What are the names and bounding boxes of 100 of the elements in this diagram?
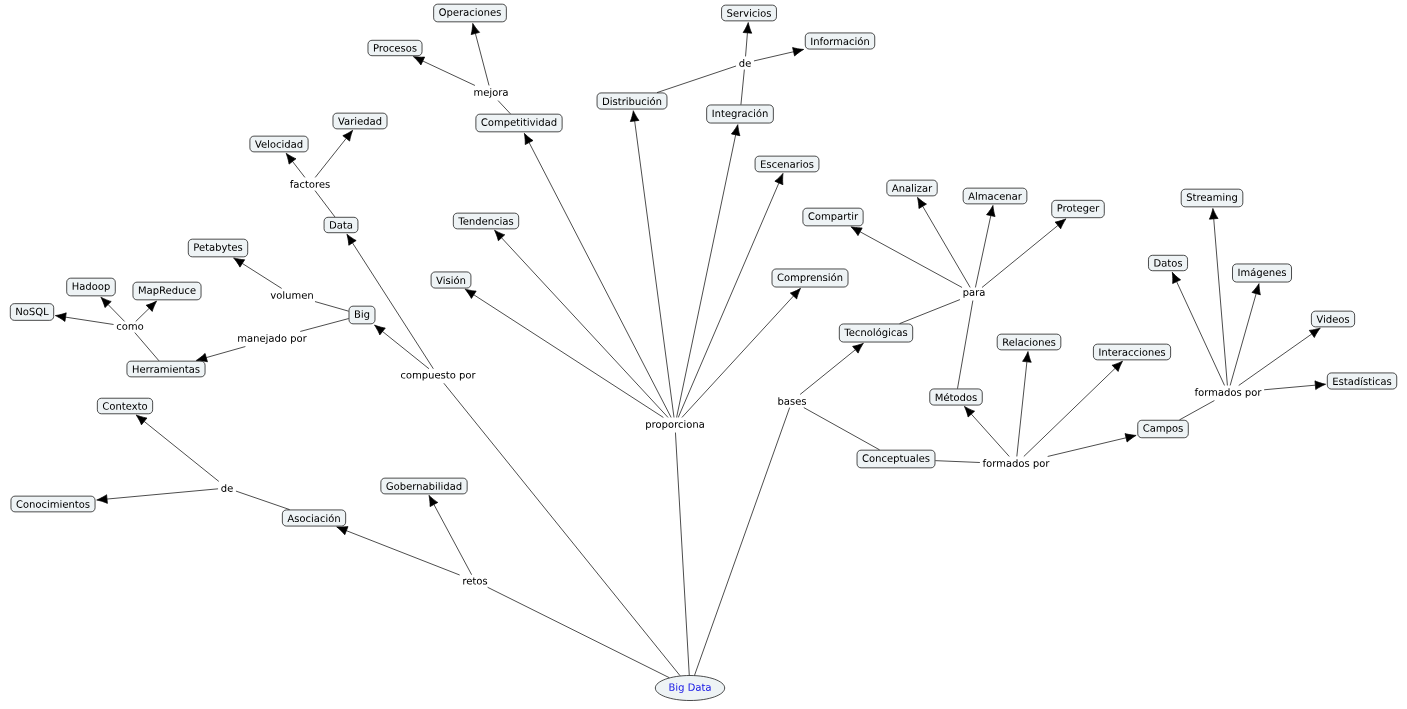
- linking-phrase: de: [218, 481, 236, 495]
- concept-box: NoSQL: [9, 303, 55, 321]
- linking-phrase: formados por: [980, 456, 1052, 472]
- concept-box: Visión: [430, 271, 472, 289]
- arrow: [233, 257, 282, 289]
- concept-box: Competitividad: [475, 113, 563, 133]
- linking-phrase: factores: [287, 177, 333, 191]
- arrow: [346, 233, 434, 370]
- concept-box: Interacciones: [1093, 343, 1171, 361]
- arrow: [100, 296, 125, 322]
- connector-line: [1179, 400, 1215, 421]
- arrow: [850, 226, 963, 288]
- concept-box: Métodos: [929, 388, 983, 406]
- arrow: [285, 152, 306, 178]
- arrow: [135, 414, 220, 482]
- arrow: [55, 312, 114, 325]
- linking-phrase: bases: [775, 394, 810, 408]
- arrow: [1016, 351, 1032, 457]
- concept-box: Almacenar: [962, 187, 1028, 205]
- arrow: [1209, 208, 1228, 386]
- linking-phrase: compuesto por: [397, 368, 479, 384]
- concept-box: Conceptuales: [856, 449, 936, 469]
- connector-line: [957, 300, 974, 389]
- concept-box: Contexto: [97, 397, 153, 415]
- arrow: [464, 288, 664, 418]
- arrow: [413, 56, 476, 86]
- arrow: [1238, 327, 1321, 386]
- connector-line: [675, 432, 690, 676]
- linking-phrase: formados por: [1192, 385, 1264, 401]
- arrow: [1229, 283, 1261, 386]
- arrow: [524, 133, 672, 418]
- arrow: [135, 300, 157, 322]
- arrow: [470, 23, 490, 86]
- concept-box: Campos: [1137, 419, 1189, 439]
- concept-box: Información: [804, 32, 876, 50]
- connector-line: [314, 190, 336, 218]
- arrow: [1171, 271, 1225, 386]
- concept-box: Big: [348, 305, 376, 325]
- connector-line: [656, 65, 737, 93]
- linking-phrase: volumen: [267, 288, 317, 302]
- arrow: [630, 110, 675, 418]
- connector-line: [235, 490, 290, 510]
- concept-box: Imágenes: [1232, 263, 1292, 283]
- concept-box: Estadísticas: [1326, 372, 1398, 390]
- concept-box: Streaming: [1180, 188, 1244, 208]
- connector-line: [803, 407, 880, 451]
- connector-line: [935, 460, 981, 463]
- linking-phrase: como: [113, 321, 147, 333]
- arrow: [964, 406, 1010, 457]
- arrow: [1047, 433, 1137, 457]
- concept-box: Relaciones: [996, 333, 1062, 351]
- concept-box: Gobernabilidad: [380, 477, 468, 495]
- concept-box: Asociación: [282, 509, 346, 527]
- arrow: [1023, 360, 1123, 457]
- arrow: [676, 124, 741, 418]
- arrow: [981, 218, 1067, 288]
- linking-phrase: manejado por: [234, 331, 310, 347]
- concept-box: Comprensión: [771, 268, 849, 288]
- concept-box: Datos: [1148, 254, 1188, 272]
- connector-line: [487, 586, 670, 678]
- arrow: [96, 488, 219, 504]
- concept-box: Proteger: [1051, 199, 1105, 219]
- concept-box: Procesos: [367, 39, 423, 57]
- concept-box: MapReduce: [132, 281, 202, 301]
- connector-line: [134, 332, 160, 362]
- arrow: [1263, 380, 1326, 391]
- concept-box: Data: [323, 216, 359, 234]
- connector-line: [299, 318, 349, 332]
- arrow: [336, 526, 460, 576]
- connector-line: [694, 407, 791, 676]
- concept-box: Operaciones: [433, 3, 507, 23]
- connector-line: [740, 69, 745, 105]
- connector-line: [443, 382, 681, 677]
- arrow: [681, 288, 801, 418]
- concept-box: Videos: [1311, 310, 1355, 328]
- concept-box: Escenarios: [754, 155, 820, 173]
- concept-box: Distribución: [596, 92, 668, 110]
- linking-phrase: para: [960, 287, 988, 301]
- concept-box: Variedad: [332, 112, 388, 130]
- concept-box: Compartir: [802, 207, 864, 227]
- concept-box: Hadoop: [66, 277, 116, 297]
- connector-line: [899, 299, 961, 324]
- linking-phrase: de: [736, 56, 754, 70]
- arrow: [677, 173, 784, 418]
- concept-box: Tendencias: [452, 212, 520, 230]
- linking-phrase: proporciona: [642, 417, 708, 433]
- arrow: [314, 129, 354, 178]
- connector-line: [497, 100, 511, 115]
- concept-box: Tecnológicas: [839, 323, 914, 343]
- concept-box: Analizar: [886, 179, 938, 197]
- arrow: [917, 197, 971, 288]
- connector-line: [314, 301, 349, 312]
- arrow: [753, 47, 804, 62]
- linking-phrase: retos: [459, 574, 491, 588]
- arrow: [374, 324, 430, 370]
- arrow: [742, 22, 753, 57]
- arrow: [428, 495, 472, 576]
- arrow: [975, 205, 996, 288]
- concept-box: Conocimientos: [10, 495, 96, 513]
- concept-box: Integración: [706, 104, 774, 124]
